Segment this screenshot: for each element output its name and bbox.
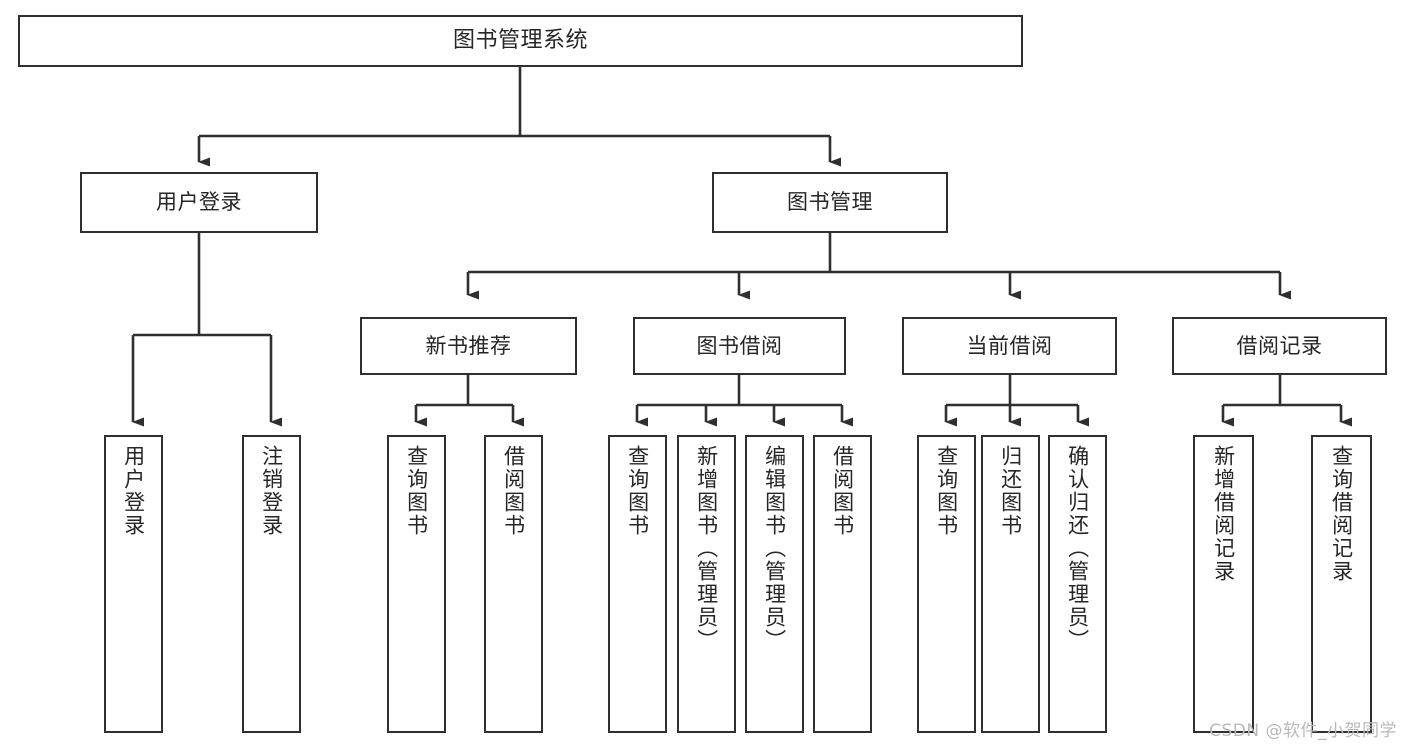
leaf-borrow-borrow-book[interactable]: 借阅图书 [813,435,872,733]
node-user-login[interactable]: 用户登录 [80,172,318,233]
leaf-borrow-query-book[interactable]: 查询图书 [608,435,667,733]
leaf-recommend-query-book[interactable]: 查询图书 [387,435,446,733]
leaf-recommend-borrow-book-label: 借阅图书 [501,445,526,537]
node-borrow-record[interactable]: 借阅记录 [1172,317,1387,375]
node-current-borrow[interactable]: 当前借阅 [902,317,1117,375]
leaf-user-login-signout[interactable]: 注销登录 [242,435,301,733]
leaf-current-confirm-return-label: 确认归还（管理员） [1065,445,1090,652]
node-borrow-record-label: 借阅记录 [1236,333,1323,358]
node-current-borrow-label: 当前借阅 [966,333,1053,358]
node-root-system-label: 图书管理系统 [452,28,588,54]
leaf-borrow-query-book-label: 查询图书 [625,445,650,537]
leaf-recommend-query-book-label: 查询图书 [404,445,429,537]
leaf-record-add-record[interactable]: 新增借阅记录 [1193,435,1254,733]
leaf-current-return-book-label: 归还图书 [998,445,1023,537]
node-new-book-recommend-label: 新书推荐 [425,333,512,358]
leaf-borrow-edit-book-label: 编辑图书（管理员） [762,445,787,652]
node-book-management-label: 图书管理 [787,190,873,215]
leaf-user-login-signin-label: 用户登录 [121,445,146,537]
leaf-borrow-add-book-label: 新增图书（管理员） [694,445,719,652]
node-root-system[interactable]: 图书管理系统 [18,15,1023,67]
node-book-management[interactable]: 图书管理 [712,172,948,233]
leaf-borrow-edit-book[interactable]: 编辑图书（管理员） [745,435,804,733]
node-user-login-label: 用户登录 [156,190,242,215]
csdn-watermark: CSDN @软件_小贺同学 [1209,721,1397,741]
leaf-user-login-signin[interactable]: 用户登录 [104,435,163,733]
leaf-user-login-signout-label: 注销登录 [259,445,284,537]
node-book-borrow[interactable]: 图书借阅 [633,317,846,375]
leaf-recommend-borrow-book[interactable]: 借阅图书 [484,435,543,733]
node-book-borrow-label: 图书借阅 [696,333,783,358]
leaf-record-add-record-label: 新增借阅记录 [1211,445,1236,583]
leaf-current-confirm-return[interactable]: 确认归还（管理员） [1048,435,1107,733]
leaf-current-query-book[interactable]: 查询图书 [917,435,976,733]
leaf-borrow-add-book[interactable]: 新增图书（管理员） [677,435,736,733]
leaf-current-query-book-label: 查询图书 [934,445,959,537]
leaf-current-return-book[interactable]: 归还图书 [981,435,1040,733]
leaf-record-query-record[interactable]: 查询借阅记录 [1311,435,1372,733]
node-new-book-recommend[interactable]: 新书推荐 [360,317,577,375]
leaf-borrow-borrow-book-label: 借阅图书 [830,445,855,537]
leaf-record-query-record-label: 查询借阅记录 [1329,445,1354,583]
